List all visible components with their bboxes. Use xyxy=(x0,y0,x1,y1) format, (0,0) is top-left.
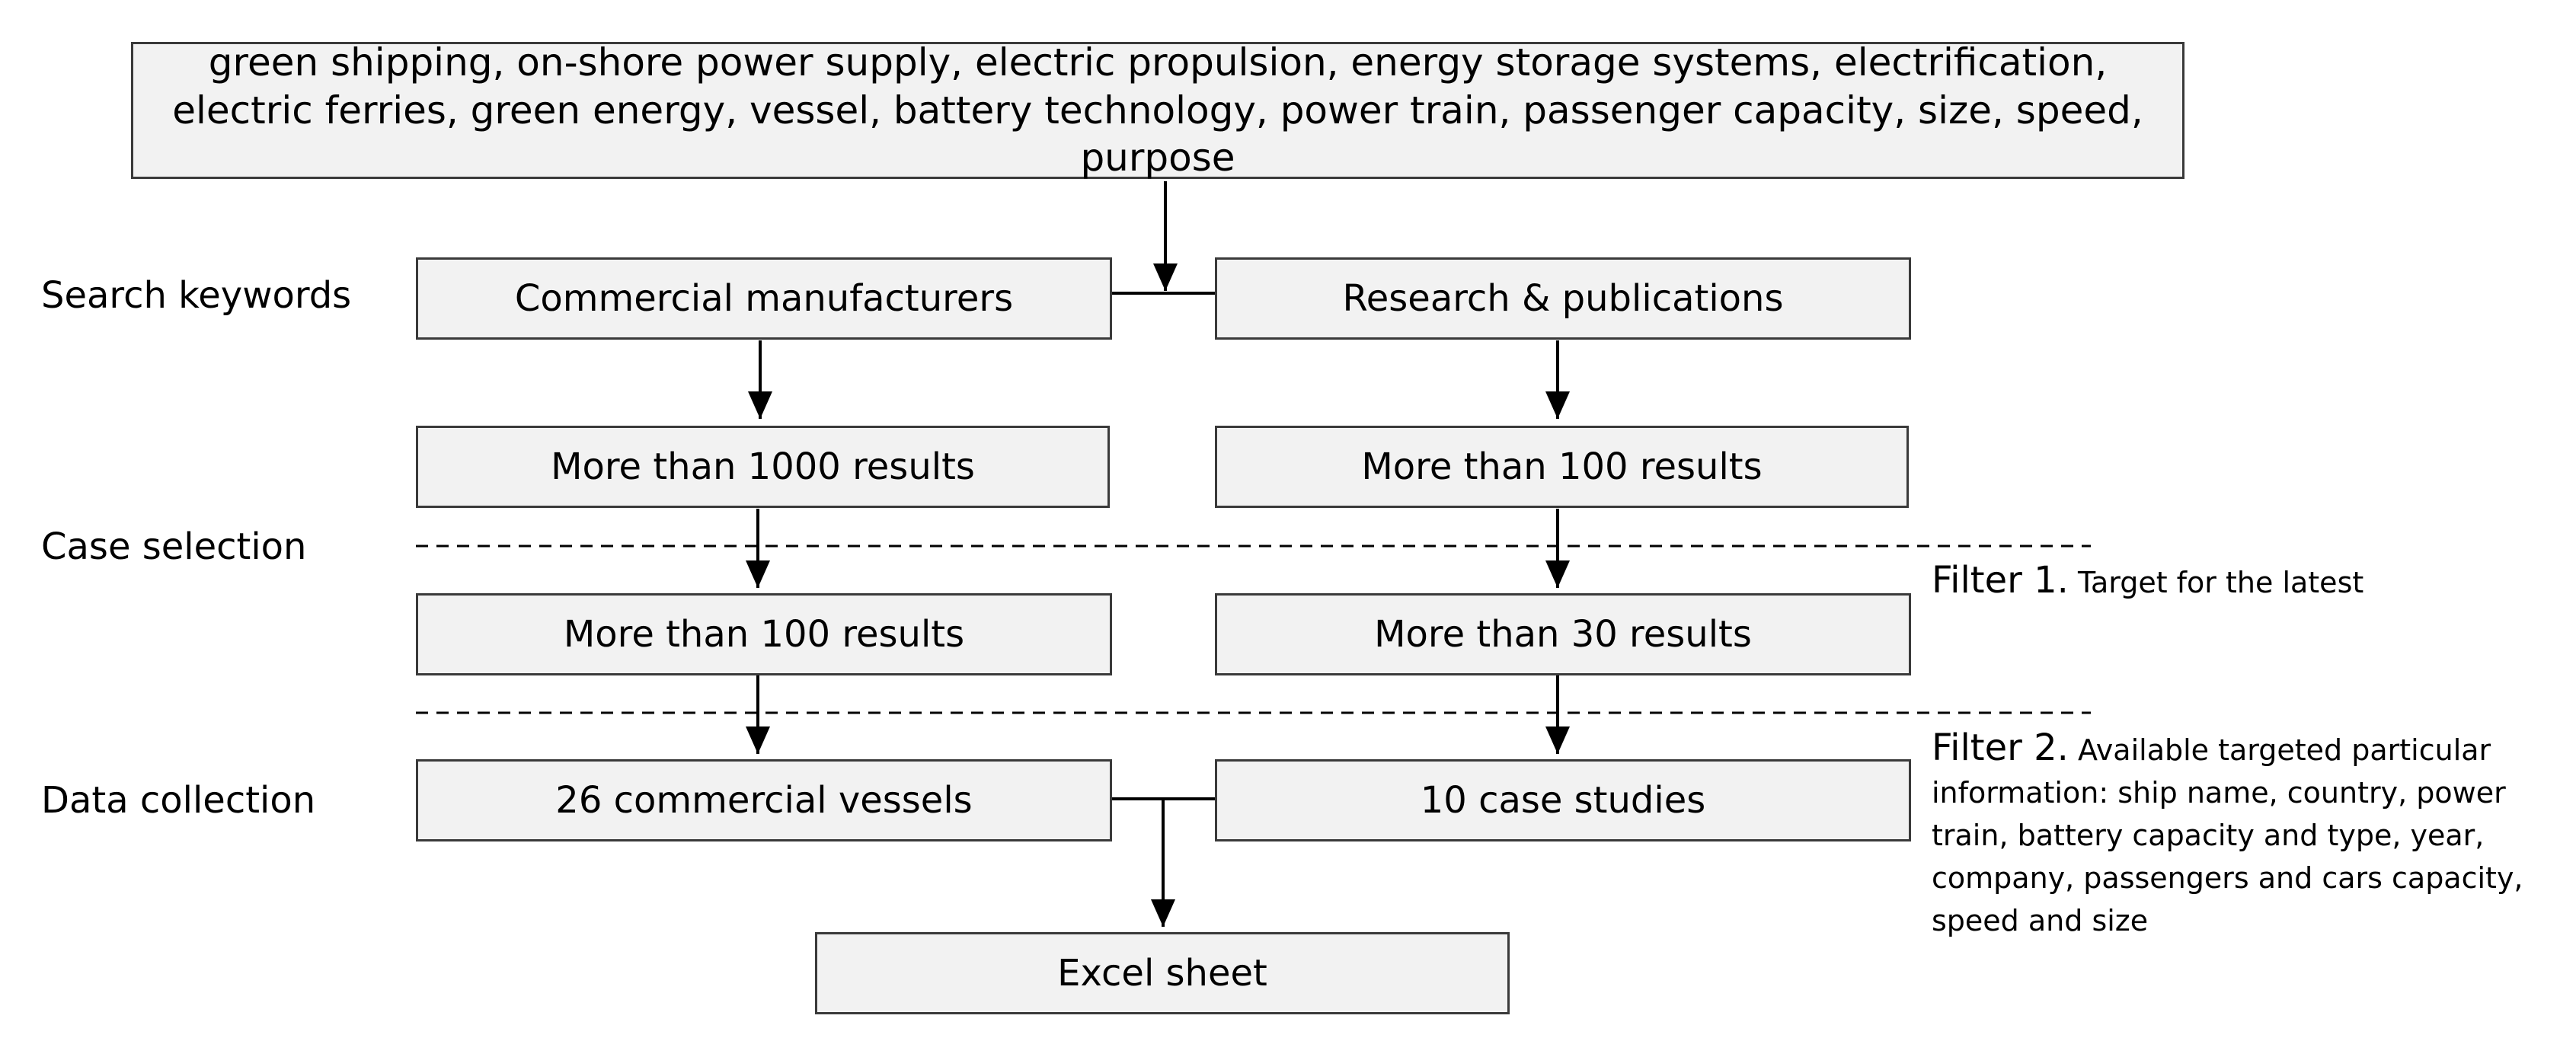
excel-sheet-label: Excel sheet xyxy=(1057,952,1267,995)
right-results-2-box: More than 30 results xyxy=(1215,593,1911,675)
case-studies-label: 10 case studies xyxy=(1420,779,1706,822)
right-results-2-label: More than 30 results xyxy=(1374,613,1752,656)
keywords-box: green shipping, on-shore power supply, e… xyxy=(131,40,2184,180)
stage-data-collection: Data collection xyxy=(41,779,316,822)
commercial-vessels-label: 26 commercial vessels xyxy=(555,779,973,822)
commercial-manufacturers-label: Commercial manufacturers xyxy=(514,277,1014,320)
stage-search-keywords: Search keywords xyxy=(41,274,352,317)
filter1-note: Filter 1. Target for the latest xyxy=(1932,559,2556,604)
right-results-1-box: More than 100 results xyxy=(1215,426,1909,508)
filter1-name: Filter 1. xyxy=(1932,559,2069,602)
filter1-text: Target for the latest xyxy=(2078,566,2364,599)
stage-case-selection: Case selection xyxy=(41,525,307,568)
left-results-1-label: More than 1000 results xyxy=(551,445,975,488)
filter2-note: Filter 2. Available targeted particular … xyxy=(1932,726,2564,942)
excel-sheet-box: Excel sheet xyxy=(815,932,1510,1014)
research-publications-label: Research & publications xyxy=(1342,277,1784,320)
case-studies-box: 10 case studies xyxy=(1215,759,1911,841)
commercial-vessels-box: 26 commercial vessels xyxy=(416,759,1112,841)
research-publications-box: Research & publications xyxy=(1215,257,1911,340)
filter2-name: Filter 2. xyxy=(1932,726,2069,769)
right-results-1-label: More than 100 results xyxy=(1361,445,1763,488)
left-results-1-box: More than 1000 results xyxy=(416,426,1110,508)
filter2-text: Available targeted particular informatio… xyxy=(1932,733,2523,937)
left-results-2-box: More than 100 results xyxy=(416,593,1112,675)
left-results-2-label: More than 100 results xyxy=(563,613,965,656)
commercial-manufacturers-box: Commercial manufacturers xyxy=(416,257,1112,340)
keywords-text: green shipping, on-shore power supply, e… xyxy=(172,40,2143,180)
